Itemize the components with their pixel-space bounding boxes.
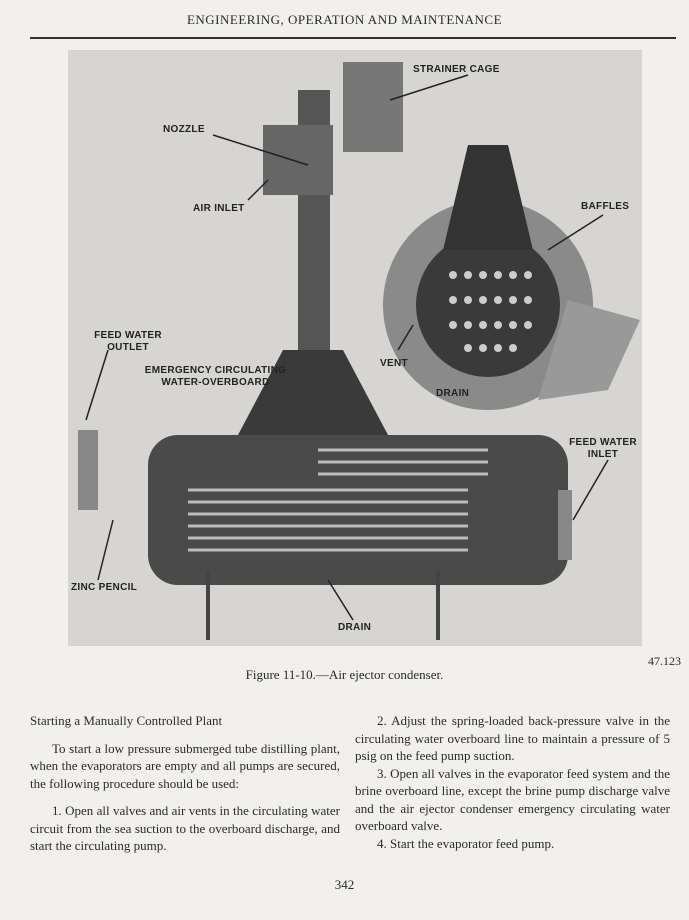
step-1: 1. Open all valves and air vents in the … — [30, 803, 340, 853]
figure-number: 47.123 — [648, 654, 681, 668]
label-zinc-pencil: ZINC PENCIL — [71, 582, 138, 593]
step-3: 3. Open all valves in the evaporator fee… — [355, 765, 670, 834]
intro-paragraph: To start a low pressure submerged tube d… — [30, 740, 340, 791]
label-feed-water-inlet: FEED WATER INLET — [569, 437, 637, 460]
label-vent: VENT — [380, 358, 408, 369]
label-strainer-cage: STRAINER CAGE — [413, 64, 500, 75]
left-column: Starting a Manually Controlled Plant To … — [30, 712, 340, 855]
air-ejector-condenser-figure: STRAINER CAGE NOZZLE AIR INLET BAFFLES F… — [68, 50, 642, 646]
label-emergency-circulating: EMERGENCY CIRCULATING WATER-OVERBOARD — [144, 365, 287, 388]
page-number: 342 — [334, 877, 355, 892]
header-rule — [30, 37, 676, 39]
step-4: 4. Start the evaporator feed pump. — [377, 835, 555, 851]
right-column: 2. Adjust the spring-loaded back-pressur… — [355, 712, 670, 852]
label-baffles: BAFFLES — [581, 201, 630, 212]
label-feed-water-outlet: FEED WATER OUTLET — [94, 330, 162, 353]
condenser-illustration — [78, 62, 640, 640]
label-air-inlet: AIR INLET — [193, 203, 245, 214]
label-drain-bottom: DRAIN — [338, 622, 372, 633]
label-drain-top: DRAIN — [436, 388, 470, 399]
step-2: 2. Adjust the spring-loaded back-pressur… — [355, 713, 670, 763]
figure-caption: Figure 11-10.—Air ejector condenser. — [245, 667, 444, 682]
label-nozzle: NOZZLE — [163, 124, 205, 135]
section-heading: Starting a Manually Controlled Plant — [30, 713, 223, 728]
running-header: ENGINEERING, OPERATION AND MAINTENANCE — [186, 12, 503, 27]
